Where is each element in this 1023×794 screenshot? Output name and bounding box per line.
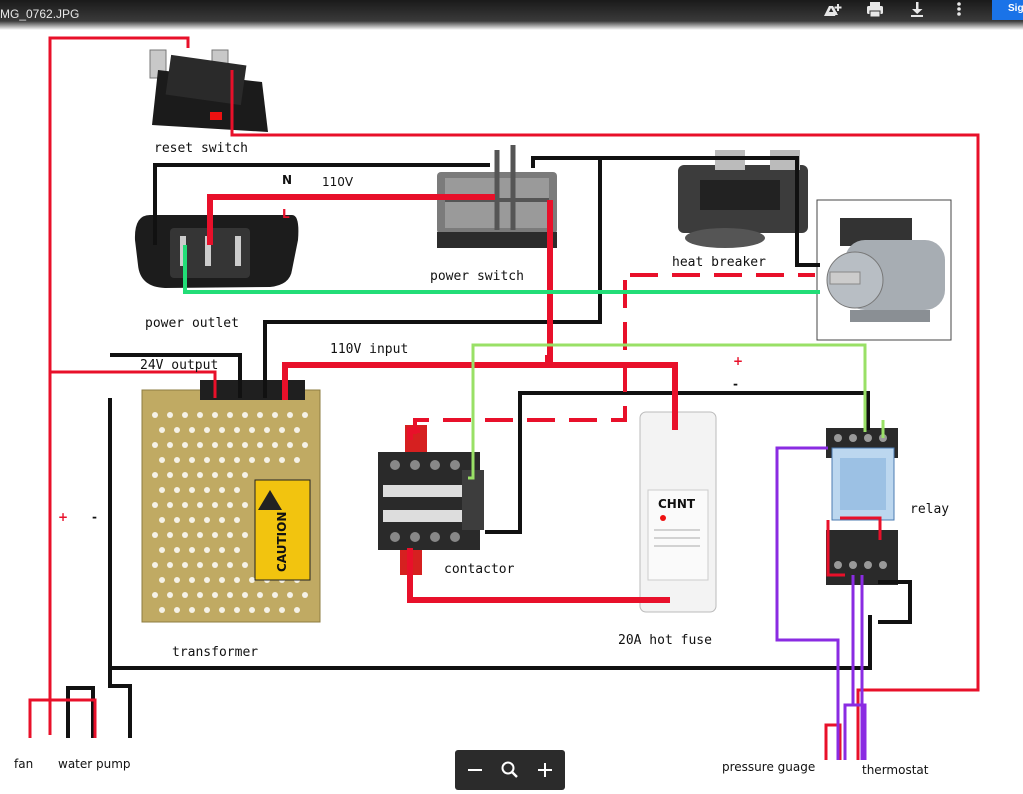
fuse-label: 20A hot fuse [618, 633, 712, 648]
heat-breaker-label: heat breaker [672, 255, 766, 270]
caution-label [254, 479, 311, 581]
sign-in-button[interactable]: Sig [992, 0, 1023, 20]
neutral-label: N [282, 173, 292, 187]
zoom-controls [455, 750, 565, 790]
caution-text: CAUTION [275, 512, 289, 572]
printer-icon[interactable] [862, 0, 888, 20]
output-24v-label: 24V output [140, 358, 218, 373]
relay-component [826, 428, 898, 585]
transformer-label: transformer [172, 645, 258, 660]
heat-breaker-component [678, 150, 808, 248]
minus-left-label: - [92, 510, 97, 524]
neutral-wires [66, 156, 912, 738]
live-label: L [282, 207, 290, 221]
more-vert-icon[interactable] [946, 0, 972, 20]
contactor-label: contactor [444, 562, 515, 577]
motor-component [816, 199, 952, 341]
water-pump-label: water pump [58, 757, 131, 771]
sensor-wires [775, 446, 867, 760]
pressure-gauge-label: pressure guage [722, 760, 815, 774]
plus-top-label: + [733, 354, 743, 368]
voltage-label: 110V [322, 175, 354, 189]
drive-add-icon[interactable] [818, 0, 844, 20]
transformer-component: CAUTION [141, 380, 321, 623]
minus-top-label: - [733, 377, 738, 391]
file-name: MG_0762.JPG [0, 7, 80, 21]
fuse-component: CHNT [639, 411, 717, 613]
plus-icon[interactable] [531, 756, 559, 784]
plus-left-label: + [58, 510, 68, 524]
fan-label: fan [14, 757, 33, 771]
dashed-wires [413, 273, 815, 440]
live-thin-wires [28, 36, 980, 760]
power-outlet-component [134, 215, 299, 288]
power-switch-component [437, 145, 557, 248]
download-icon[interactable] [904, 0, 930, 20]
reset-switch-label: reset switch [154, 141, 248, 156]
magnifier-icon[interactable] [496, 756, 524, 784]
relay-label: relay [910, 502, 949, 517]
contactor-component [378, 425, 484, 575]
viewer-top-bar: MG_0762.JPG Sig [0, 0, 1023, 30]
power-outlet-label: power outlet [145, 316, 239, 331]
signal-wire [468, 343, 867, 480]
ground-wire [183, 245, 820, 294]
input-110v-label: 110V input [330, 342, 408, 357]
live-wires [207, 194, 678, 603]
reset-switch-component [149, 49, 268, 132]
power-switch-label: power switch [430, 269, 524, 284]
thermostat-label: thermostat [862, 763, 929, 777]
minus-icon[interactable] [461, 756, 489, 784]
fuse-brand-text: CHNT [658, 497, 696, 511]
